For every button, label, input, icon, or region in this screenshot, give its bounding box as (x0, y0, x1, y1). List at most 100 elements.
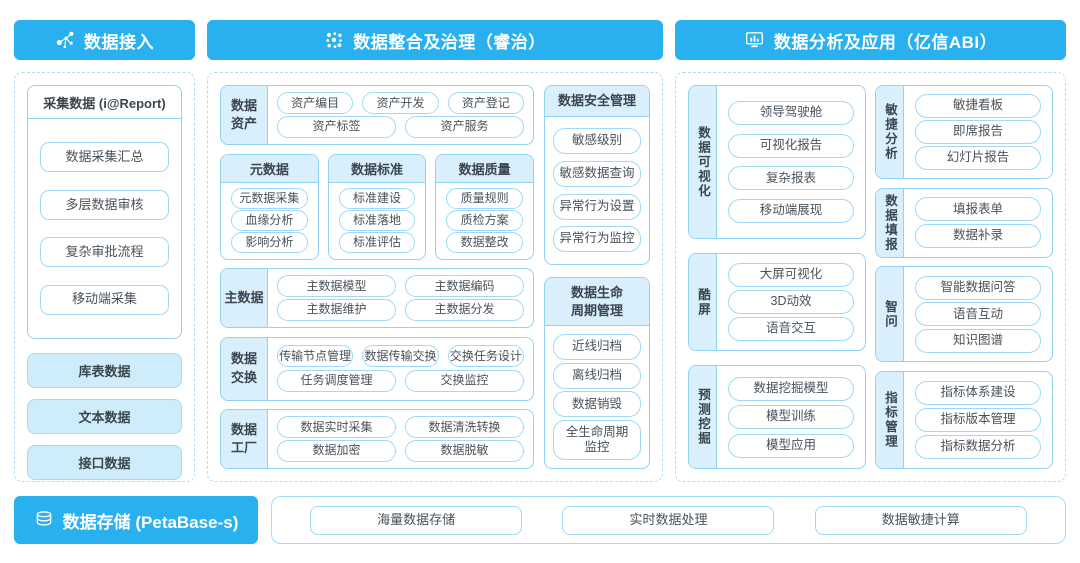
section-header-analysis: 数据分析及应用（亿信ABI） (675, 20, 1066, 60)
node-asset-develop: 资产开发 (362, 92, 439, 115)
node-master-maintain: 主数据维护 (277, 298, 396, 321)
node-asset-register: 资产登记 (447, 92, 524, 115)
node-leader-cockpit: 领导驾驶舱 (728, 100, 854, 125)
governance-side-column: 数据安全管理 敏感级别 敏感数据查询 异常行为设置 异常行为监控 数据生命 周期… (544, 85, 650, 469)
data-visualization-card: 数据可视化 领导驾驶舱 可视化报告 复杂报表 移动端展现 (688, 85, 866, 239)
node-complex-report: 复杂报表 (728, 166, 854, 191)
collect-card-body: 数据采集汇总 多层数据审核 复杂审批流程 移动端采集 (28, 119, 181, 338)
data-lifecycle-card-title: 数据生命 周期管理 (545, 278, 649, 327)
database-icon (34, 510, 54, 530)
node-adhoc-report: 即席报告 (915, 120, 1041, 144)
data-security-card-title: 数据安全管理 (545, 86, 649, 117)
predictive-mining-card: 预测挖掘 数据挖掘模型 模型训练 模型应用 (688, 365, 866, 469)
node-abnormal-setting: 异常行为设置 (553, 193, 641, 220)
data-factory-card: 数据 工厂 数据实时采集 数据清洗转换 数据加密 数据脱敏 (220, 409, 534, 469)
predictive-mining-label: 预测挖掘 (689, 366, 717, 468)
data-asset-card: 数据 资产 资产编目 资产开发 资产登记 资产标签 资产服务 (220, 85, 534, 145)
node-api-data: 接口数据 (27, 445, 182, 480)
data-security-card: 数据安全管理 敏感级别 敏感数据查询 异常行为设置 异常行为监控 (544, 85, 650, 265)
node-data-supplement: 数据补录 (915, 223, 1041, 248)
node-exchange-task-design: 交换任务设计 (447, 345, 524, 368)
section-header-governance: 数据整合及治理（睿治） (207, 20, 663, 60)
data-quality-card: 数据质量 质量规则 质检方案 数据整改 (435, 153, 535, 260)
node-model-training: 模型训练 (728, 405, 854, 429)
data-exchange-card: 数据 交换 传输节点管理 数据传输交换 交换任务设计 任务调度管理 交换监控 (220, 336, 534, 401)
node-agile-board: 敏捷看板 (915, 94, 1041, 118)
data-lifecycle-card: 数据生命 周期管理 近线归档 离线归档 数据销毁 全生命周期 监控 (544, 277, 650, 469)
node-fill-form: 填报表单 (915, 197, 1041, 222)
metadata-card-title: 元数据 (221, 154, 318, 183)
node-data-destroy: 数据销毁 (553, 391, 641, 418)
section-data-analysis: 数据分析及应用（亿信ABI） 数据可视化 领导驾驶舱 可视化报告 复杂报表 移动… (675, 20, 1066, 482)
node-master-model: 主数据模型 (277, 275, 396, 298)
section-title: 数据分析及应用（亿信ABI） (773, 32, 998, 52)
indicator-mgmt-label: 指标管理 (876, 371, 904, 468)
node-impact-analysis: 影响分析 (231, 232, 308, 254)
data-quality-card-title: 数据质量 (436, 154, 534, 183)
node-quality-check-plan: 质检方案 (446, 210, 524, 231)
node-offline-archive: 离线归档 (553, 362, 641, 389)
agile-analysis-label: 敏捷分析 (876, 86, 904, 178)
indicator-mgmt-card: 指标管理 指标体系建设 指标版本管理 指标数据分析 (875, 370, 1053, 469)
data-filling-label: 数据填报 (876, 188, 904, 257)
node-realtime-processing: 实时数据处理 (562, 505, 775, 535)
node-data-collect-summary: 数据采集汇总 (40, 142, 169, 173)
node-clean-transform: 数据清洗转换 (405, 416, 524, 439)
node-data-encrypt: 数据加密 (277, 439, 396, 462)
node-data-mask: 数据脱敏 (405, 439, 524, 462)
data-exchange-label: 数据 交换 (221, 337, 268, 400)
node-sensitive-level: 敏感级别 (553, 128, 641, 155)
section-data-governance: 数据整合及治理（睿治） 数据 资产 资产编目 资产开发 资产登记 (207, 20, 663, 482)
top-area: 数据接入 采集数据 (i@Report) 数据采集汇总 多层数据审核 复杂审批流… (14, 20, 1066, 482)
node-transfer-node-mgmt: 传输节点管理 (277, 345, 354, 368)
governance-main-column: 数据 资产 资产编目 资产开发 资产登记 资产标签 资产服务 (220, 85, 535, 469)
section-title: 数据接入 (84, 32, 154, 52)
node-mobile-display: 移动端展现 (728, 199, 854, 224)
node-abnormal-monitor: 异常行为监控 (553, 226, 641, 253)
access-container: 采集数据 (i@Report) 数据采集汇总 多层数据审核 复杂审批流程 移动端… (14, 72, 195, 482)
network-nodes-icon (55, 30, 75, 50)
node-full-lifecycle-monitor: 全生命周期 监控 (553, 420, 641, 461)
node-smart-qa: 智能数据问答 (915, 275, 1041, 300)
section-title: 数据整合及治理（睿治） (353, 32, 546, 52)
collect-card-title: 采集数据 (i@Report) (28, 86, 181, 119)
governance-container: 数据 资产 资产编目 资产开发 资产登记 资产标签 资产服务 (207, 72, 663, 482)
node-task-schedule-mgmt: 任务调度管理 (277, 369, 396, 392)
master-data-card: 主数据 主数据模型 主数据编码 主数据维护 主数据分发 (220, 268, 534, 328)
data-asset-label: 数据 资产 (221, 86, 268, 144)
section-data-access: 数据接入 采集数据 (i@Report) 数据采集汇总 多层数据审核 复杂审批流… (14, 20, 195, 482)
node-standard-build: 标准建设 (338, 187, 416, 209)
node-master-code: 主数据编码 (405, 275, 524, 298)
node-nearline-archive: 近线归档 (553, 333, 641, 360)
node-text-data: 文本数据 (27, 399, 182, 434)
node-asset-service: 资产服务 (405, 115, 524, 138)
node-model-apply: 模型应用 (728, 433, 854, 458)
data-filling-card: 数据填报 填报表单 数据补录 (875, 187, 1053, 258)
node-mobile-collect: 移动端采集 (40, 284, 169, 315)
node-metadata-collect: 元数据采集 (231, 187, 308, 209)
monitor-chart-icon (744, 30, 765, 50)
node-data-rectify: 数据整改 (446, 232, 524, 254)
cool-screen-card: 酷屏 大屏可视化 3D动效 语音交互 (688, 253, 866, 351)
node-3d-effects: 3D动效 (728, 290, 854, 314)
section-title: 数据存储 (PetaBase-s) (62, 512, 239, 532)
node-indicator-analysis: 指标数据分析 (915, 434, 1041, 459)
node-lineage-analysis: 血缘分析 (231, 210, 308, 231)
storage-row: 数据存储 (PetaBase-s) 海量数据存储 实时数据处理 数据敏捷计算 (14, 496, 1066, 544)
node-asset-tag: 资产标签 (277, 115, 396, 138)
node-mining-model: 数据挖掘模型 (728, 376, 854, 401)
node-master-distribute: 主数据分发 (405, 298, 524, 321)
node-exchange-monitor: 交换监控 (405, 369, 524, 392)
node-realtime-collect: 数据实时采集 (277, 416, 396, 439)
node-quality-rules: 质量规则 (446, 187, 524, 209)
dots-cluster-icon (324, 30, 344, 50)
node-visual-report: 可视化报告 (728, 133, 854, 158)
storage-container: 海量数据存储 实时数据处理 数据敏捷计算 (271, 496, 1066, 544)
source-list: 库表数据 文本数据 接口数据 (27, 353, 182, 480)
governance-header-cards-row: 元数据 元数据采集 血缘分析 影响分析 数据标准 标准建设 (220, 153, 535, 260)
data-standard-card-title: 数据标准 (328, 154, 426, 183)
collect-data-card: 采集数据 (i@Report) 数据采集汇总 多层数据审核 复杂审批流程 移动端… (27, 85, 182, 339)
node-voice-interaction: 语音交互 (728, 317, 854, 341)
cool-screen-label: 酷屏 (689, 254, 717, 350)
